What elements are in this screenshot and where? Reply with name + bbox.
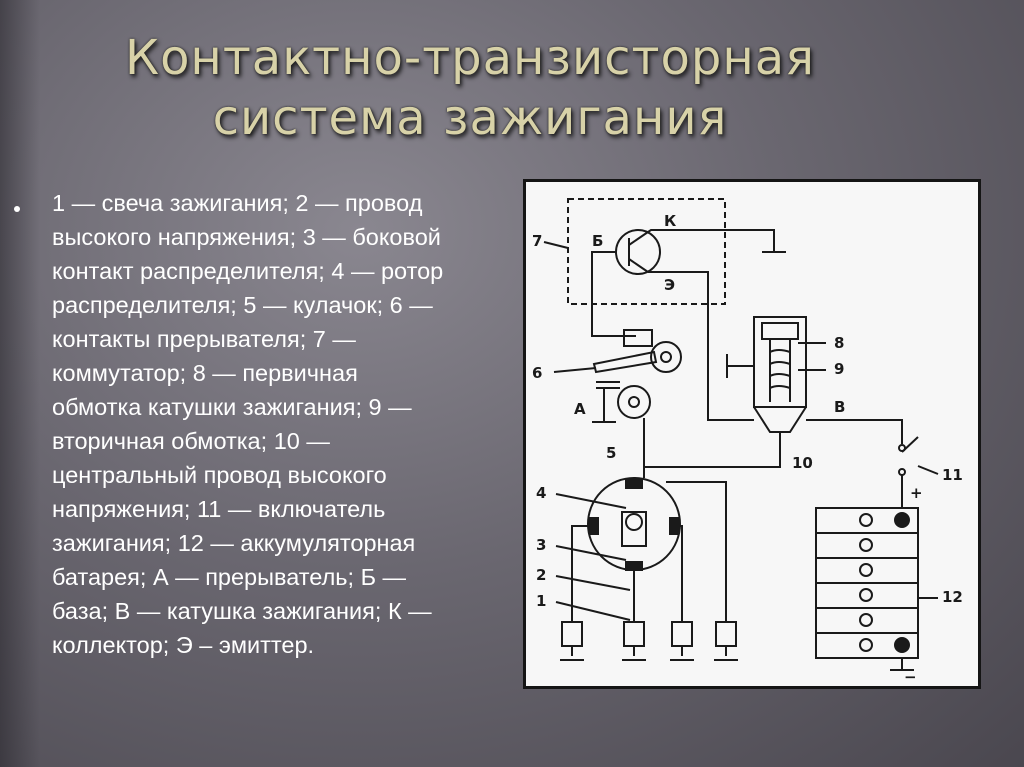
label-e: Э: [664, 276, 675, 294]
label-plus: +: [910, 484, 923, 502]
transistor-symbol: [615, 229, 661, 275]
label-7: 7: [532, 232, 542, 250]
label-11: 11: [942, 466, 963, 484]
bullet-dot: [14, 206, 20, 212]
label-8: 8: [834, 334, 844, 352]
ignition-circuit-svg: 7 Б К Э 6 А 5 8 9 В 10 11 + 12 4 3 2 1 −: [532, 198, 963, 686]
slide-title: Контактно-транзисторная система зажигани…: [60, 28, 880, 148]
label-a: А: [574, 400, 586, 418]
ignition-diagram: 7 Б К Э 6 А 5 8 9 В 10 11 + 12 4 3 2 1 −: [523, 179, 981, 689]
label-2: 2: [536, 566, 546, 584]
legend-description: 1 — свеча зажигания; 2 — провод высокого…: [52, 190, 444, 658]
left-edge-shadow: [0, 0, 40, 767]
label-minus: −: [904, 668, 917, 686]
label-b: Б: [592, 232, 603, 250]
label-4: 4: [536, 484, 546, 502]
label-v: В: [834, 398, 845, 416]
label-10: 10: [792, 454, 813, 472]
title-line-1: Контактно-транзисторная: [124, 30, 816, 86]
label-5: 5: [606, 444, 616, 462]
label-12: 12: [942, 588, 963, 606]
label-9: 9: [834, 360, 844, 378]
label-k: К: [664, 212, 677, 230]
title-line-2: система зажигания: [212, 90, 728, 146]
label-3: 3: [536, 536, 546, 554]
label-1: 1: [536, 592, 546, 610]
label-6: 6: [532, 364, 542, 382]
commutator-box: [567, 198, 726, 305]
